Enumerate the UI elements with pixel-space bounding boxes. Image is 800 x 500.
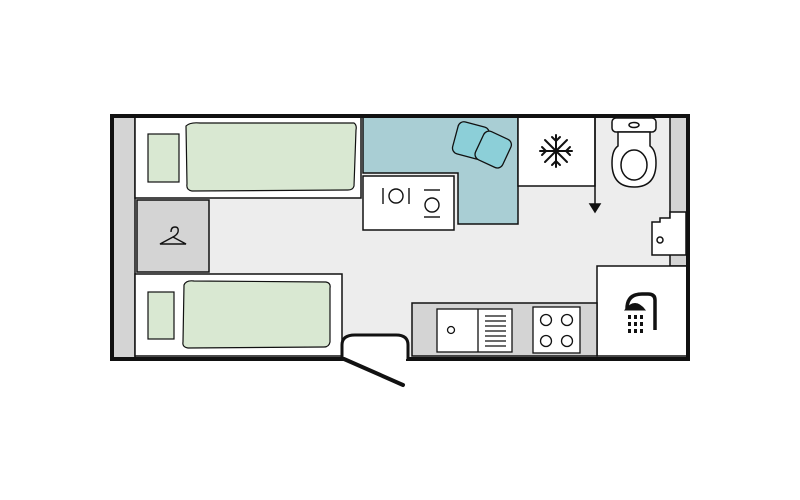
door-step xyxy=(340,333,410,359)
toilet-icon xyxy=(611,117,657,188)
bunk-bottom xyxy=(134,273,343,357)
bunk-top-pillow xyxy=(147,133,180,183)
bunk-bottom-pillow xyxy=(147,291,175,340)
hob-icon xyxy=(532,306,581,354)
shower-icon xyxy=(623,292,657,333)
fridge xyxy=(517,115,596,187)
door-leaf xyxy=(342,357,405,387)
wardrobe xyxy=(136,199,210,273)
bunk-bottom-mattress xyxy=(182,280,331,349)
hanger-icon xyxy=(159,226,187,245)
entry-door xyxy=(340,333,410,387)
bunk-top-mattress xyxy=(185,122,357,192)
dinette-cushion-2 xyxy=(474,130,513,169)
bathroom-partition xyxy=(588,116,602,214)
snowflake-icon xyxy=(539,134,573,168)
left-wall-strip xyxy=(111,115,136,360)
outer-walls xyxy=(110,114,690,361)
bunk-top xyxy=(134,115,362,199)
shower xyxy=(596,265,689,357)
dinette xyxy=(362,115,519,231)
kitchen xyxy=(411,302,598,357)
plates-cutlery-icon xyxy=(382,188,440,218)
sink-icon xyxy=(436,308,513,353)
